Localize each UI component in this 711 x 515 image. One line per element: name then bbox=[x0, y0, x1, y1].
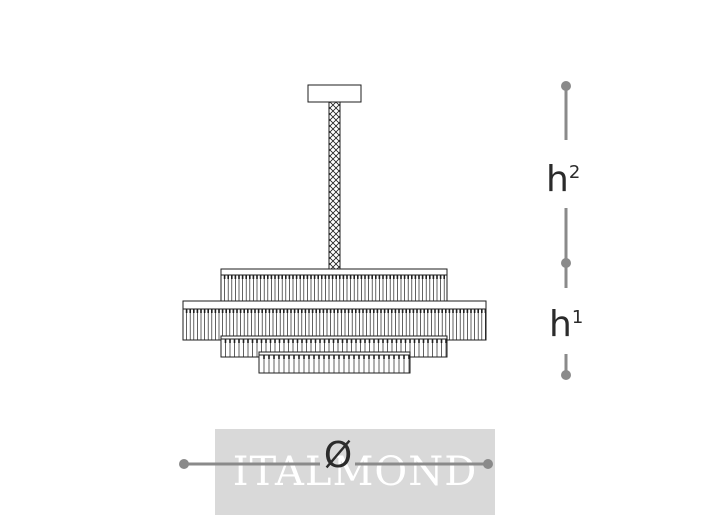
h2-letter: h bbox=[546, 159, 569, 200]
tier-ring bbox=[220, 268, 448, 276]
h1-letter: h bbox=[549, 304, 572, 345]
height-dimension bbox=[561, 81, 571, 380]
h1-index: 1 bbox=[571, 307, 584, 328]
watermark-background bbox=[215, 429, 495, 515]
height-h1-label: h1 bbox=[549, 307, 583, 343]
tier-ring bbox=[220, 335, 448, 340]
crystal-tier-wide bbox=[182, 300, 487, 341]
h1-bottom-endpoint bbox=[561, 370, 571, 380]
ceiling-canopy bbox=[307, 84, 362, 103]
diameter-symbol: Ø bbox=[323, 435, 353, 476]
watermark-text: ITALMOND bbox=[232, 449, 478, 495]
h2-index: 2 bbox=[568, 162, 581, 183]
height-h2-label: h2 bbox=[546, 162, 580, 198]
diameter-dimension bbox=[179, 459, 493, 469]
h2-top-endpoint bbox=[561, 81, 571, 91]
tier-ring bbox=[182, 300, 487, 310]
diameter-left-endpoint bbox=[179, 459, 189, 469]
suspension-chain bbox=[328, 101, 341, 271]
tier-ring bbox=[258, 351, 411, 356]
crystal-tier-top bbox=[220, 268, 448, 306]
crystal-tier-bottom bbox=[258, 351, 411, 374]
diameter-right-endpoint bbox=[483, 459, 493, 469]
h2-h1-endpoint bbox=[561, 258, 571, 268]
